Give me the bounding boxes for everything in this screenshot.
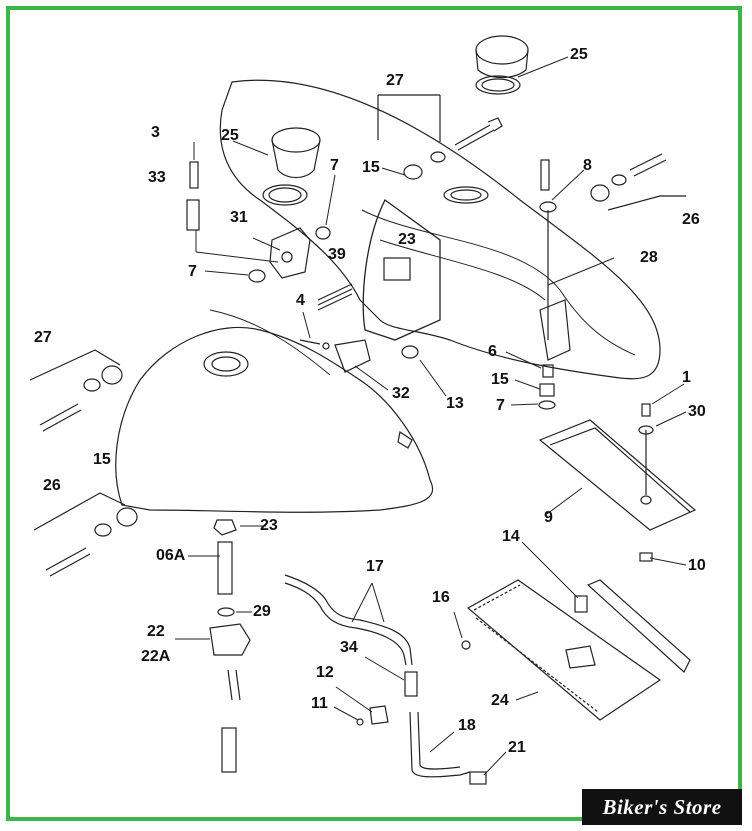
callout-26-top: 26 [682, 211, 700, 228]
cap-gasket-top-right [475, 75, 521, 95]
rail-strip [586, 579, 691, 673]
leader-lines [175, 56, 687, 776]
callout-39: 39 [328, 246, 346, 263]
callout-25-left: 25 [221, 127, 239, 144]
callout-18: 18 [458, 717, 476, 734]
callout-27-left: 27 [34, 329, 52, 346]
green-border-frame [6, 6, 742, 821]
bolt-26-left [45, 547, 91, 577]
callout-30: 30 [688, 403, 706, 420]
fuel-cap-top-right [475, 35, 529, 65]
heat-shield-24 [466, 579, 662, 721]
cap-gasket-left [262, 184, 308, 206]
callout-26-left: 26 [43, 477, 61, 494]
left-filler-neck [203, 351, 249, 377]
callout-8: 8 [583, 157, 592, 174]
callout-25-top: 25 [570, 46, 588, 63]
callout-6: 6 [488, 343, 497, 360]
callout-23-top: 23 [398, 231, 416, 248]
bolt-3 [189, 161, 199, 189]
bolt-27-left [39, 403, 82, 432]
callout-7-top: 7 [330, 157, 339, 174]
callout-15-mid: 15 [491, 371, 509, 388]
callout-22: 22 [147, 623, 165, 640]
clamp-13 [401, 345, 419, 359]
callout-29: 29 [253, 603, 271, 620]
callout-1: 1 [682, 369, 691, 386]
callout-4: 4 [296, 292, 305, 309]
callout-15-top: 15 [362, 159, 380, 176]
callout-34: 34 [340, 639, 358, 656]
fuel-line-17 [284, 574, 413, 666]
callout-21: 21 [508, 739, 526, 756]
callout-12: 12 [316, 664, 334, 681]
bolt-26-top [629, 153, 667, 177]
callout-28: 28 [640, 249, 658, 266]
right-tank-inner-panel [362, 199, 441, 341]
callout-3: 3 [151, 124, 160, 141]
fuel-cap-left [271, 127, 321, 153]
fuel-line-18 [409, 711, 471, 778]
callout-16: 16 [432, 589, 450, 606]
right-tank-tunnel [361, 209, 636, 356]
callout-13: 13 [446, 395, 464, 412]
tray-9 [538, 419, 697, 531]
bikers-store-watermark-logo: Biker's Store [582, 789, 742, 825]
callout-15-left: 15 [93, 451, 111, 468]
mount-bracket-31 [269, 227, 311, 279]
callout-27-top: 27 [386, 72, 404, 89]
callout-9: 9 [544, 509, 553, 526]
callout-7-mid: 7 [188, 263, 197, 280]
bolt-27-top [454, 117, 503, 151]
callout-06A: 06A [156, 547, 186, 564]
callout-23-bottom: 23 [260, 517, 278, 534]
spring-39 [317, 283, 353, 311]
right-tank-label-plate [383, 257, 411, 281]
callout-11: 11 [311, 695, 328, 712]
right-filler-neck [443, 186, 489, 204]
right-tank-tunnel-inner [379, 239, 546, 301]
callout-14: 14 [502, 528, 520, 545]
callout-33: 33 [148, 169, 166, 186]
nut-23-bottom [213, 519, 237, 536]
callout-17: 17 [366, 558, 384, 575]
callout-10: 10 [688, 557, 706, 574]
callout-22A: 22A [141, 648, 171, 665]
screw-4 [299, 339, 321, 345]
spacer-33 [186, 199, 200, 231]
right-tank-half [219, 79, 661, 380]
left-tank-half [115, 326, 434, 513]
petcock-22 [209, 623, 251, 656]
filter-06A [217, 541, 233, 595]
bracket-6-mount [539, 299, 571, 361]
callout-7-low: 7 [496, 397, 505, 414]
callout-31: 31 [230, 209, 248, 226]
callout-24: 24 [491, 692, 509, 709]
bolt-8 [540, 159, 550, 191]
callout-32: 32 [392, 385, 410, 402]
bracket-32 [334, 339, 371, 373]
